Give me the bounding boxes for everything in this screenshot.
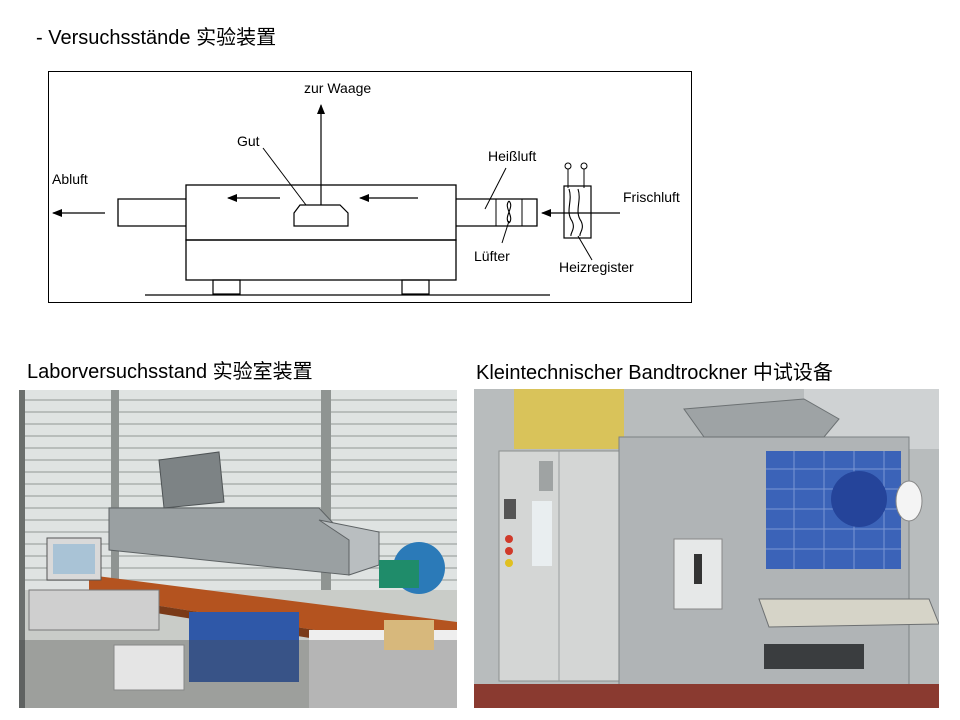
drying-goods — [293, 204, 349, 227]
label-abluft: Abluft — [52, 171, 88, 187]
label-frischluft: Frischluft — [623, 189, 680, 205]
pilot-belt-dryer-caption: Kleintechnischer Bandtrockner 中试设备 — [476, 362, 833, 384]
label-luefter: Lüfter — [474, 248, 510, 264]
heissluft-leader — [484, 167, 507, 210]
heater-terminal-right — [580, 162, 588, 170]
heater-coil — [568, 188, 583, 237]
chamber-base — [185, 239, 457, 281]
pilot-belt-dryer-photo — [474, 389, 939, 708]
support-leg-left — [212, 279, 241, 295]
support-leg-right — [401, 279, 430, 295]
lab-test-stand-caption: Laborversuchsstand 实验室装置 — [27, 361, 313, 383]
exhaust-duct — [117, 198, 186, 227]
heater-terminal-left — [564, 162, 572, 170]
gut-leader — [262, 147, 307, 206]
luefter-leader — [501, 220, 510, 244]
heizregister-leader — [577, 235, 593, 261]
label-heissluft: Heißluft — [488, 148, 536, 164]
label-gut: Gut — [237, 133, 260, 149]
heater-register-box — [563, 185, 592, 239]
section-heading: - Versuchsstände 实验装置 — [36, 27, 277, 49]
label-heizregister: Heizregister — [559, 259, 634, 275]
label-zur-waage: zur Waage — [304, 80, 371, 96]
fan-icon — [506, 200, 512, 224]
lab-test-stand-photo — [19, 390, 457, 708]
drying-schematic-diagram: zur Waage Gut Abluft Heißluft Frischluft… — [48, 71, 692, 303]
